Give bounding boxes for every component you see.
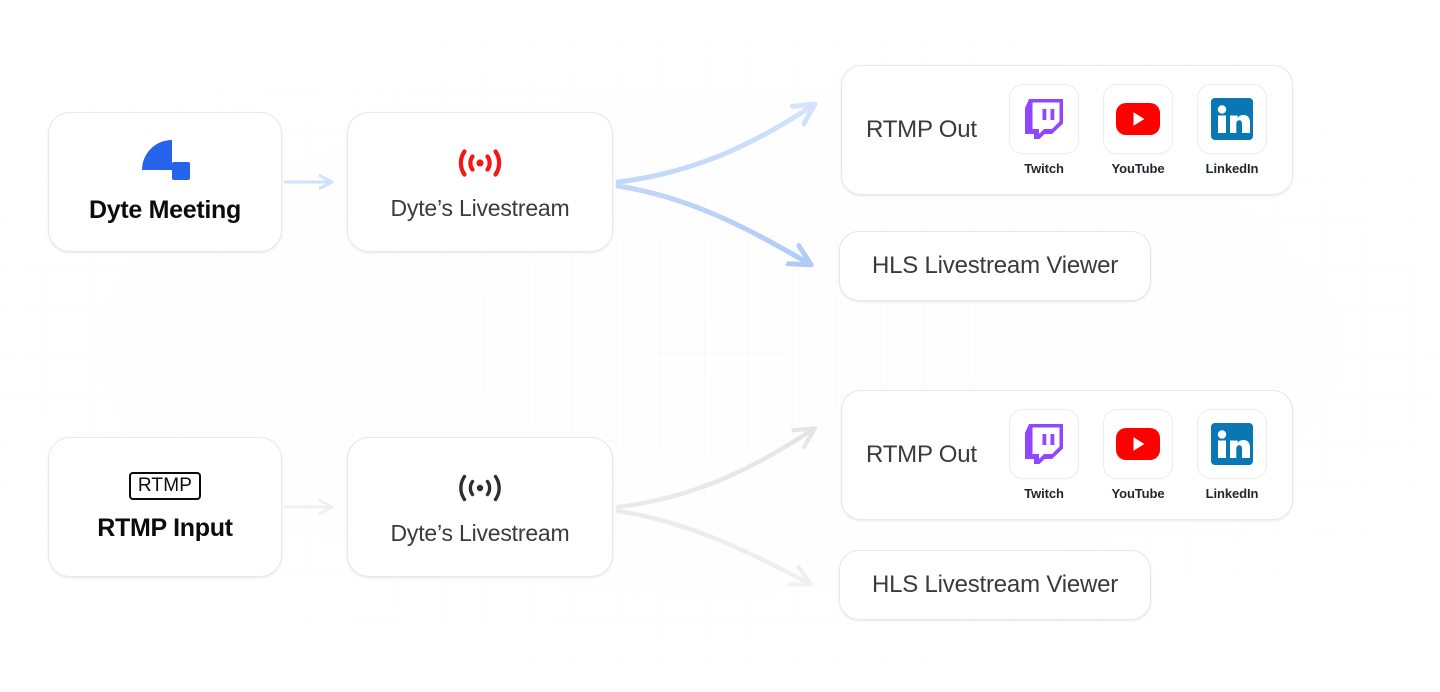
twitch-tile[interactable]: [1009, 84, 1079, 154]
node-hls-viewer-bottom[interactable]: HLS Livestream Viewer: [839, 550, 1151, 620]
node-hls-viewer-bottom-label: HLS Livestream Viewer: [871, 571, 1119, 598]
node-dyte-livestream-bottom[interactable]: Dyte’s Livestream: [347, 437, 613, 577]
node-hls-viewer-top-label: HLS Livestream Viewer: [871, 252, 1119, 279]
node-rtmp-out-bottom-title: RTMP Out: [866, 441, 977, 468]
platform-linkedin-bottom[interactable]: LinkedIn: [1196, 409, 1268, 501]
twitch-icon: [1025, 99, 1063, 139]
platform-youtube-bottom-label: YouTube: [1111, 486, 1165, 501]
linkedin-icon: [1211, 423, 1253, 465]
platform-list-bottom: Twitch YouTube: [1008, 409, 1268, 501]
platform-twitch-top[interactable]: Twitch: [1008, 84, 1080, 176]
node-hls-viewer-top[interactable]: HLS Livestream Viewer: [839, 231, 1151, 301]
broadcast-icon: [459, 474, 501, 501]
linkedin-tile[interactable]: [1197, 409, 1267, 479]
platform-linkedin-bottom-label: LinkedIn: [1205, 486, 1259, 501]
node-rtmp-out-bottom[interactable]: RTMP Out Twitch: [841, 390, 1293, 520]
node-dyte-livestream-top[interactable]: Dyte’s Livestream: [347, 112, 613, 252]
node-dyte-livestream-bottom-label: Dyte’s Livestream: [390, 519, 570, 546]
edge-stream-to-hls-bottom: [615, 508, 808, 583]
platform-twitch-bottom[interactable]: Twitch: [1008, 409, 1080, 501]
linkedin-icon: [1211, 98, 1253, 140]
youtube-icon: [1116, 428, 1160, 460]
youtube-tile[interactable]: [1103, 409, 1173, 479]
linkedin-tile[interactable]: [1197, 84, 1267, 154]
node-dyte-meeting[interactable]: Dyte Meeting: [48, 112, 282, 252]
node-rtmp-input-label: RTMP Input: [97, 513, 233, 542]
platform-twitch-bottom-label: Twitch: [1024, 486, 1064, 501]
platform-linkedin-top-label: LinkedIn: [1205, 161, 1259, 176]
node-rtmp-out-top-title: RTMP Out: [866, 116, 977, 143]
youtube-tile[interactable]: [1103, 84, 1173, 154]
platform-twitch-top-label: Twitch: [1024, 161, 1064, 176]
platform-list-top: Twitch YouTube: [1008, 84, 1268, 176]
node-dyte-livestream-top-label: Dyte’s Livestream: [390, 194, 570, 221]
edge-stream-to-hls-top: [615, 183, 808, 263]
platform-youtube-top-label: YouTube: [1111, 161, 1165, 176]
dyte-logo-icon: [142, 139, 190, 182]
rtmp-badge: RTMP: [128, 471, 202, 500]
edge-stream-to-rtmpout-top: [615, 106, 812, 185]
platform-youtube-bottom[interactable]: YouTube: [1102, 409, 1174, 501]
node-dyte-meeting-label: Dyte Meeting: [89, 195, 241, 224]
twitch-icon: [1025, 424, 1063, 464]
edge-stream-to-rtmpout-bottom: [615, 430, 812, 510]
broadcast-icon: [458, 148, 502, 177]
youtube-icon: [1116, 103, 1160, 135]
node-rtmp-out-top[interactable]: RTMP Out Twitch: [841, 65, 1293, 195]
twitch-tile[interactable]: [1009, 409, 1079, 479]
platform-youtube-top[interactable]: YouTube: [1102, 84, 1174, 176]
platform-linkedin-top[interactable]: LinkedIn: [1196, 84, 1268, 176]
node-rtmp-input[interactable]: RTMP RTMP Input: [48, 437, 282, 577]
